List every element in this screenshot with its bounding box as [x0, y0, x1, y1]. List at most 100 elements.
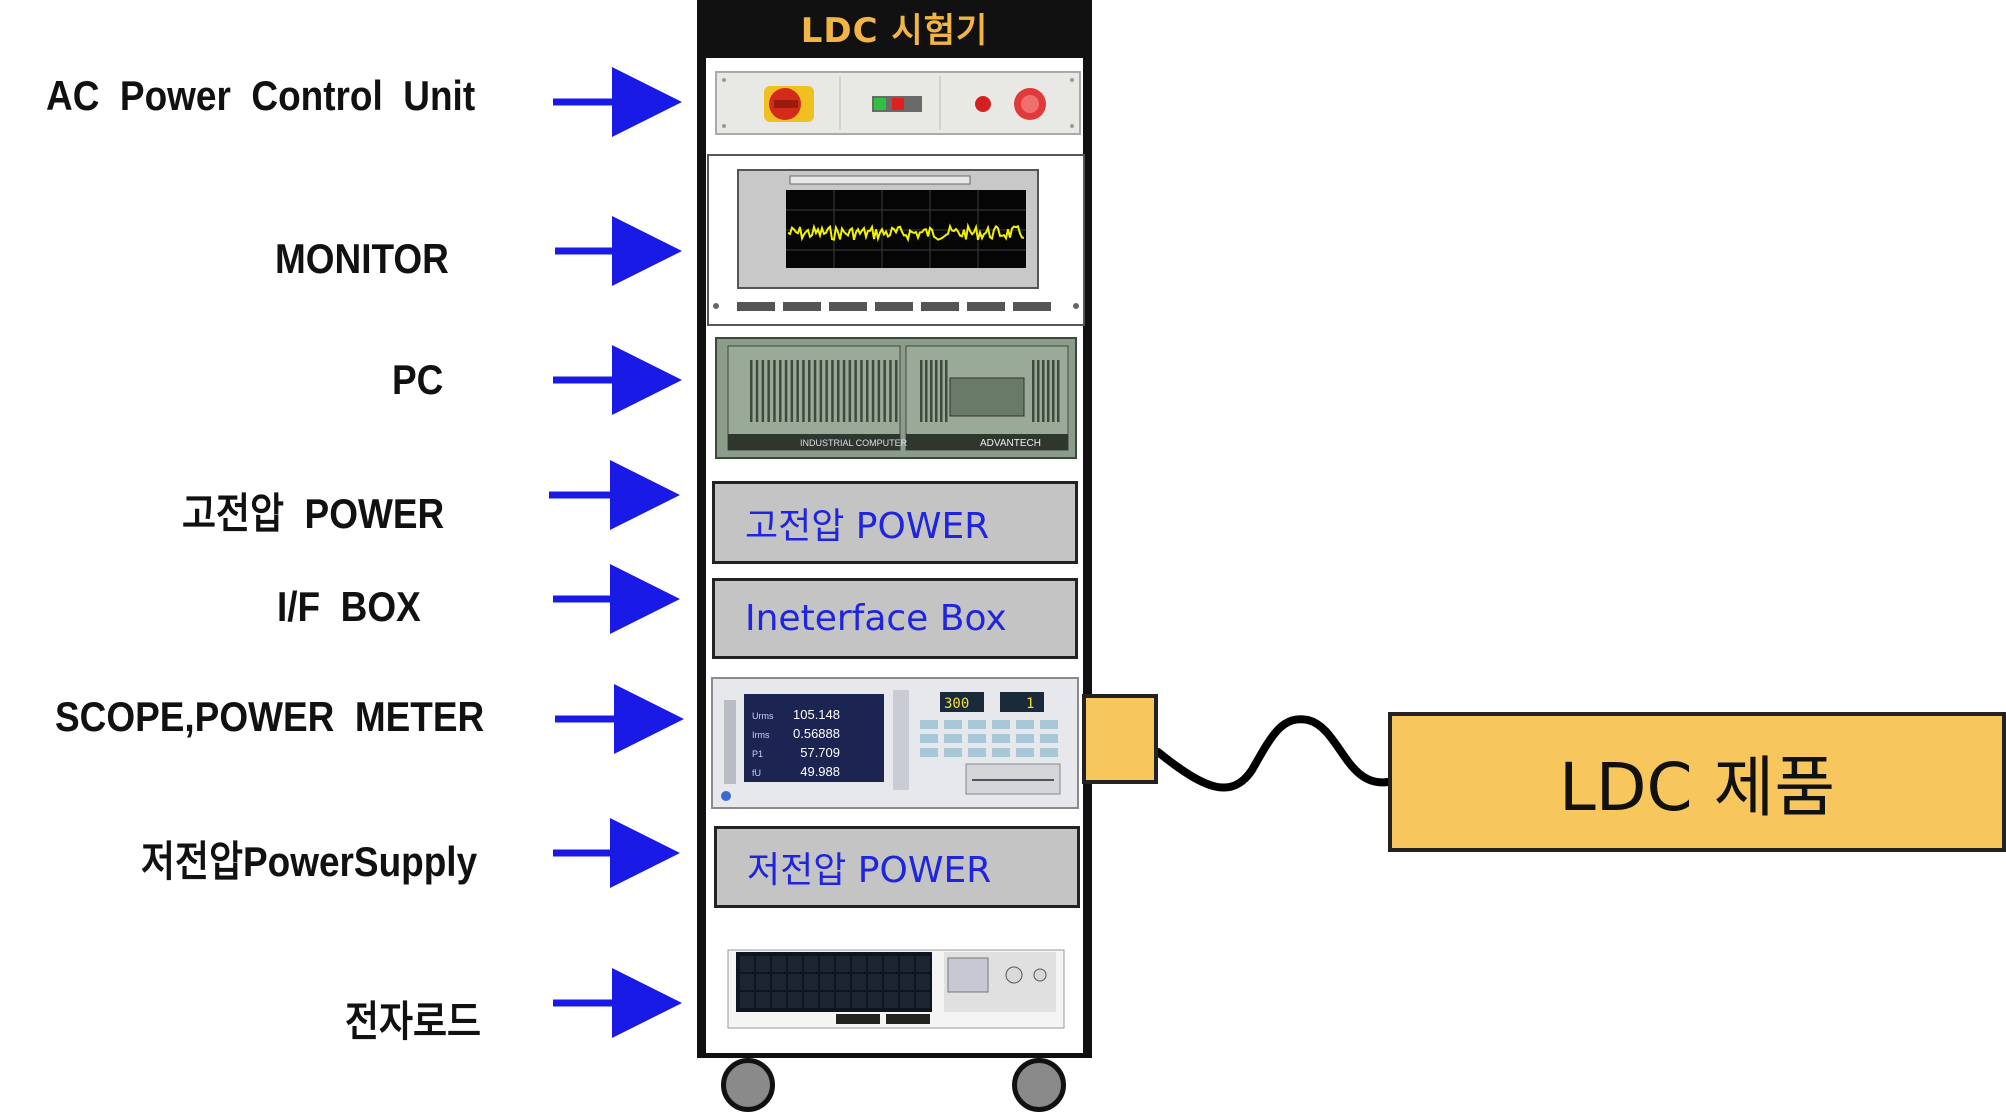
eload-panel-cell	[740, 992, 754, 1008]
pc-vent-slot	[813, 360, 817, 422]
meter-row-label: Irms	[752, 730, 770, 740]
pc-vent-slot	[930, 360, 933, 422]
eload-panel-cell	[868, 992, 882, 1008]
label-pc: PC	[392, 356, 444, 403]
eload-panel-cell	[804, 956, 818, 972]
pc-vent-slot	[831, 360, 834, 422]
label-monitor: MONITOR	[275, 235, 449, 282]
label-scope-power-meter: SCOPE,POWER METER	[55, 693, 485, 740]
pc-vent-slot	[860, 360, 863, 422]
eload-panel-cell	[868, 974, 882, 990]
rack-connector	[1082, 694, 1158, 784]
pc-vent-slot	[755, 360, 759, 422]
pc-vent-slot	[889, 360, 892, 422]
eload-panel-cell	[756, 974, 770, 990]
meter-key	[1040, 748, 1058, 757]
pc-vent-slot	[925, 360, 928, 422]
meter-key	[992, 720, 1010, 729]
eload-panel-cell	[788, 956, 802, 972]
pc-vent-slot	[895, 360, 898, 422]
meter-key	[968, 748, 986, 757]
pc-unit: INDUSTRIAL COMPUTER ADVANTECH	[715, 337, 1077, 459]
pc-vent-slot	[935, 360, 938, 422]
pc-brand-logo: ADVANTECH	[980, 438, 1041, 449]
meter-seg-display-2: 1	[1026, 696, 1034, 712]
eload-panel-cell	[900, 956, 914, 972]
pc-vent-slot	[1037, 360, 1040, 422]
pc-vent-slot	[750, 360, 753, 422]
pc-vent-slot	[802, 360, 805, 422]
eload-panel-cell	[836, 992, 850, 1008]
eload-panel-cell	[756, 956, 770, 972]
monitor-unit	[707, 154, 1085, 326]
meter-row-label: Urms	[752, 711, 774, 721]
eload-panel-cell	[868, 956, 882, 972]
pc-vent-slot	[1042, 360, 1045, 422]
meter-key	[1016, 748, 1034, 757]
meter-key	[944, 720, 962, 729]
box-high-voltage-power: 고전압 POWER	[712, 481, 1078, 564]
pc-vent-slot	[784, 360, 788, 422]
meter-key	[1016, 720, 1034, 729]
connection-cable	[1154, 715, 1392, 792]
arrows	[549, 67, 684, 1038]
meter-key	[944, 748, 962, 757]
meter-key	[1040, 734, 1058, 743]
meter-key	[992, 748, 1010, 757]
eload-panel-cell	[756, 992, 770, 1008]
pc-vent-slot	[825, 360, 828, 422]
ac-power-control-panel	[715, 71, 1081, 135]
meter-row-label: fU	[752, 768, 761, 778]
eload-panel-cell	[804, 992, 818, 1008]
box-interface: Ineterface Box	[712, 578, 1078, 659]
meter-key	[968, 720, 986, 729]
pc-vent-slot	[1052, 360, 1055, 422]
eload-panel-cell	[788, 992, 802, 1008]
pc-vent-slot	[1057, 360, 1060, 422]
eload-panel-cell	[772, 992, 786, 1008]
eload-panel-cell	[852, 974, 866, 990]
eload-panel-cell	[916, 992, 930, 1008]
eload-panel-cell	[772, 974, 786, 990]
pc-vent-slot	[842, 360, 846, 422]
electronic-load-unit	[727, 949, 1065, 1029]
rack-title: LDC 시험기	[800, 11, 989, 51]
meter-row-label: P1	[752, 749, 763, 759]
eload-panel-cell	[740, 956, 754, 972]
pc-vent-slot	[779, 360, 782, 422]
eload-panel-cell	[820, 974, 834, 990]
meter-seg-display-1: 300	[944, 696, 969, 712]
meter-key	[920, 720, 938, 729]
pc-vent-slot	[1047, 360, 1050, 422]
box-low-voltage-power: 저전압 POWER	[714, 826, 1080, 908]
pc-vent-slot	[808, 360, 811, 422]
pc-vent-slot	[837, 360, 840, 422]
pc-vent-slot	[848, 360, 852, 422]
label-low-voltage-power-supply: 저전압PowerSupply	[141, 838, 478, 885]
meter-row-value: 105.148	[793, 707, 840, 722]
pc-vent-slot	[773, 360, 776, 422]
monitor-waveform	[787, 222, 1025, 243]
eload-panel-cell	[788, 974, 802, 990]
ldc-product-box: LDC 제품	[1388, 712, 2006, 852]
eload-panel-cell	[884, 956, 898, 972]
pc-vent-slot	[877, 360, 881, 422]
pc-vent-slot	[871, 360, 875, 422]
eload-panel-cell	[836, 974, 850, 990]
eload-panel-cell	[916, 956, 930, 972]
pc-vent-slot	[761, 360, 765, 422]
meter-key	[920, 734, 938, 743]
pc-vent-slot	[767, 360, 770, 422]
eload-panel-cell	[884, 992, 898, 1008]
pc-vent-slot	[790, 360, 794, 422]
meter-key	[944, 734, 962, 743]
ldc-product-label: LDC 제품	[1558, 749, 1836, 826]
label-ac-power-control-unit: AC Power Control Unit	[46, 72, 476, 119]
meter-row-value: 57.709	[800, 745, 840, 760]
eload-panel-cell	[820, 956, 834, 972]
label-if-box: I/F BOX	[277, 583, 421, 630]
meter-key	[1040, 720, 1058, 729]
pc-panel-text: INDUSTRIAL COMPUTER	[800, 438, 908, 448]
